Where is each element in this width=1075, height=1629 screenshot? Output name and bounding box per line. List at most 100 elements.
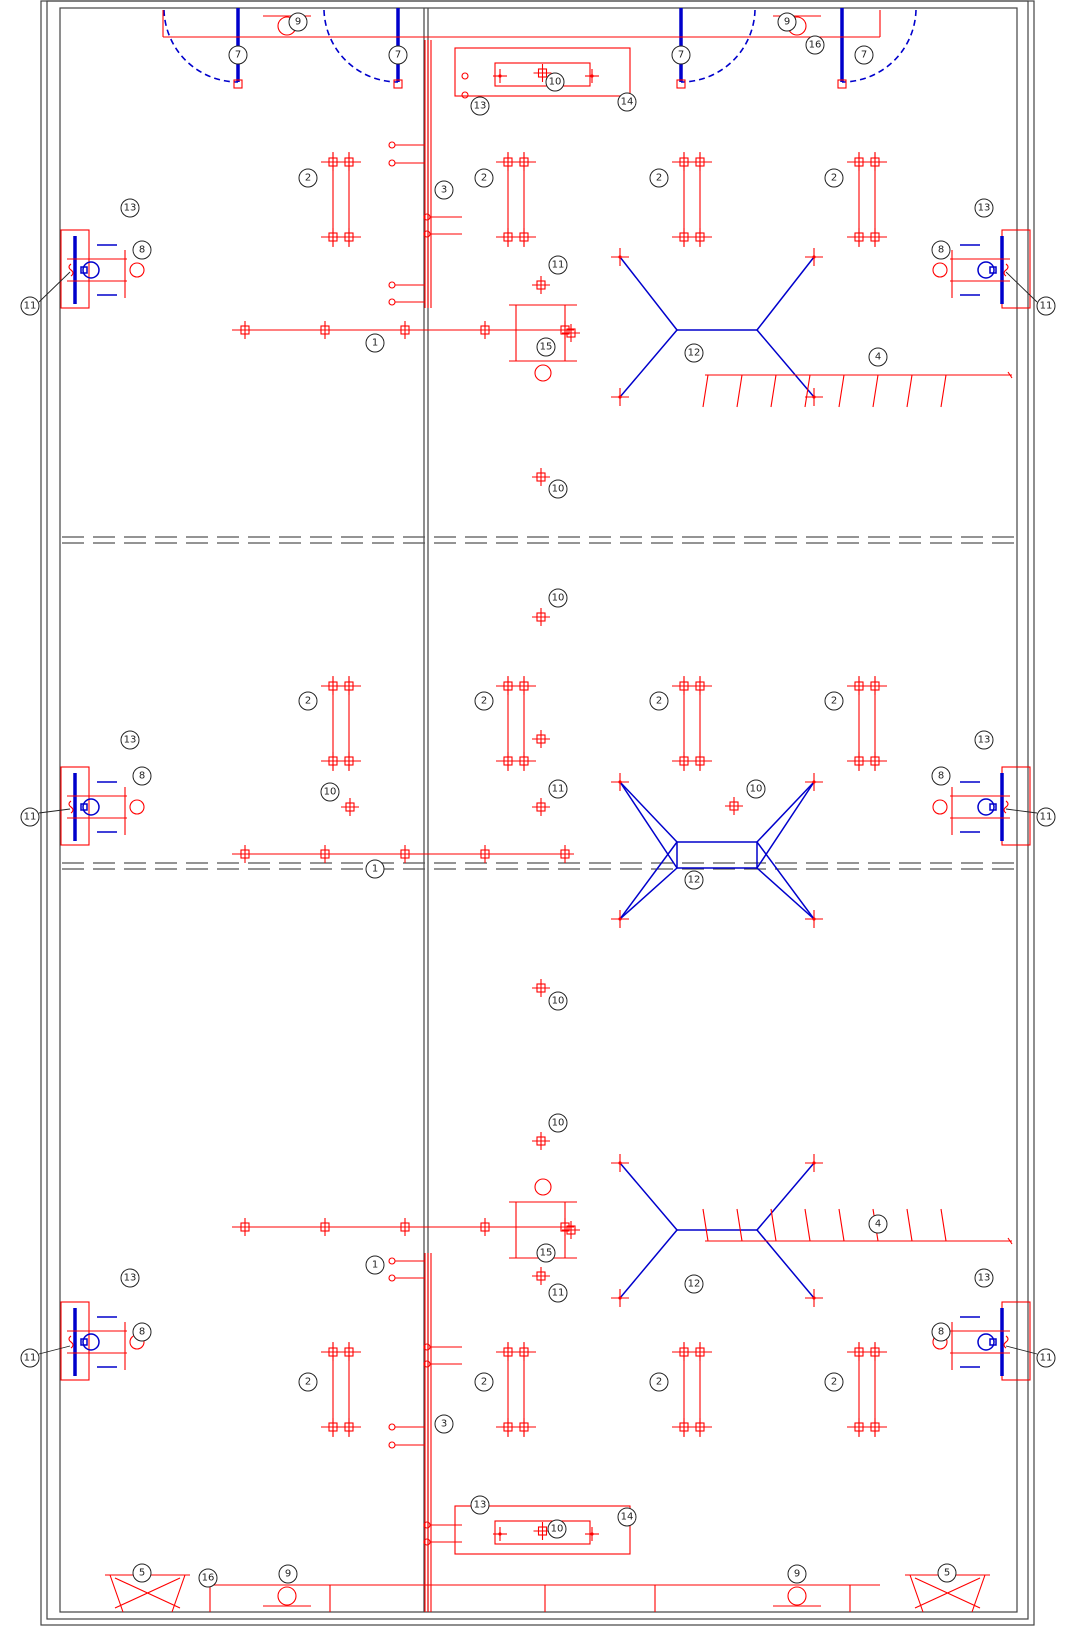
node-10 [725, 797, 743, 815]
rack-unit [847, 676, 887, 771]
tag-label: 2 [305, 1377, 311, 1388]
tag-label: 14 [621, 97, 634, 108]
tag-label: 8 [139, 245, 145, 256]
tag-t12: 12 [684, 870, 704, 890]
tag-t5: 5 [937, 1563, 957, 1583]
node-10 [341, 798, 359, 816]
tag-t7: 7 [388, 45, 408, 65]
tag-t2: 2 [474, 691, 494, 711]
tag-t13: 13 [974, 1268, 994, 1288]
tag-t7: 7 [671, 45, 691, 65]
tag-label: 13 [474, 1500, 487, 1511]
tag-label: 8 [938, 1327, 944, 1338]
tag-label: 8 [938, 245, 944, 256]
tag-label: 8 [139, 771, 145, 782]
tag-label: 16 [202, 1573, 215, 1584]
tag-label: 5 [139, 1568, 145, 1579]
bottom-rail [105, 1574, 990, 1613]
tag-t4: 4 [868, 1214, 888, 1234]
node-11 [532, 276, 550, 294]
tag-t9: 9 [787, 1564, 807, 1584]
rack-unit [496, 1342, 536, 1437]
tag-t8: 8 [132, 240, 152, 260]
tag-label: 14 [621, 1512, 634, 1523]
tag-label: 7 [678, 50, 684, 61]
tag-label: 4 [875, 1219, 881, 1230]
leader-line [1005, 271, 1038, 303]
tag-t10: 10 [548, 1113, 568, 1133]
base-unit [509, 304, 580, 382]
tag-t1: 1 [365, 333, 385, 353]
panel-taps [461, 72, 469, 99]
node-11 [532, 798, 550, 816]
rack-unit [672, 1342, 712, 1437]
node-10 [532, 608, 550, 626]
tag-t7: 7 [854, 45, 874, 65]
leader-line [38, 1345, 71, 1355]
tag-t11: 11 [1036, 296, 1056, 316]
rack-unit [321, 1342, 361, 1437]
tag-t13: 13 [974, 730, 994, 750]
tag-label: 2 [831, 696, 837, 707]
tag-t11: 11 [20, 296, 40, 316]
tag-t2: 2 [298, 1372, 318, 1392]
tag-t12: 12 [684, 1274, 704, 1294]
tag-t11: 11 [548, 1283, 568, 1303]
tag-label: 10 [552, 593, 565, 604]
tag-t14: 14 [617, 92, 637, 112]
door-swing [837, 8, 917, 89]
system-frame [611, 773, 823, 928]
node-11 [532, 1267, 550, 1285]
tag-label: 10 [750, 784, 763, 795]
tag-label: 2 [656, 1377, 662, 1388]
tag-t13: 13 [120, 1268, 140, 1288]
tag-t9: 9 [278, 1564, 298, 1584]
leader-line [38, 808, 71, 814]
node-10 [532, 1132, 550, 1150]
tag-t10: 10 [548, 991, 568, 1011]
tag-label: 13 [474, 101, 487, 112]
tag-t2: 2 [824, 168, 844, 188]
tag-label: 2 [831, 173, 837, 184]
rail-assembly [702, 1208, 1013, 1245]
tag-label: 12 [688, 1279, 701, 1290]
rack-unit [496, 152, 536, 247]
tag-t11: 11 [548, 255, 568, 275]
tag-t16: 16 [198, 1568, 218, 1588]
side-station [60, 229, 145, 309]
tag-label: 11 [552, 1288, 565, 1299]
tag-t5: 5 [132, 1563, 152, 1583]
bus-line [232, 845, 574, 863]
leader-line [1005, 808, 1038, 814]
tag-t8: 8 [931, 1322, 951, 1342]
tag-label: 9 [295, 17, 301, 28]
tag-t11: 11 [548, 779, 568, 799]
base-unit [509, 1178, 580, 1259]
tag-label: 13 [978, 1273, 991, 1284]
tag-t7: 7 [228, 45, 248, 65]
tag-t9: 9 [777, 12, 797, 32]
tag-t10: 10 [548, 479, 568, 499]
pipe-header [388, 40, 462, 308]
node-10 [532, 979, 550, 997]
tag-label: 2 [831, 1377, 837, 1388]
rail-assembly [702, 371, 1013, 408]
tag-t12: 12 [684, 343, 704, 363]
tag-label: 11 [552, 784, 565, 795]
tag-label: 10 [552, 484, 565, 495]
tag-label: 13 [124, 735, 137, 746]
tag-label: 2 [656, 696, 662, 707]
tag-label: 9 [285, 1569, 291, 1580]
rack-unit [321, 676, 361, 771]
tag-t2: 2 [649, 1372, 669, 1392]
control-panel [454, 47, 631, 97]
tag-label: 11 [24, 812, 37, 823]
rack-unit [672, 676, 712, 771]
tag-t13: 13 [120, 730, 140, 750]
tag-t1: 1 [365, 859, 385, 879]
tag-t4: 4 [868, 347, 888, 367]
tag-t2: 2 [824, 691, 844, 711]
tag-t9: 9 [288, 12, 308, 32]
rack-unit [496, 676, 536, 771]
